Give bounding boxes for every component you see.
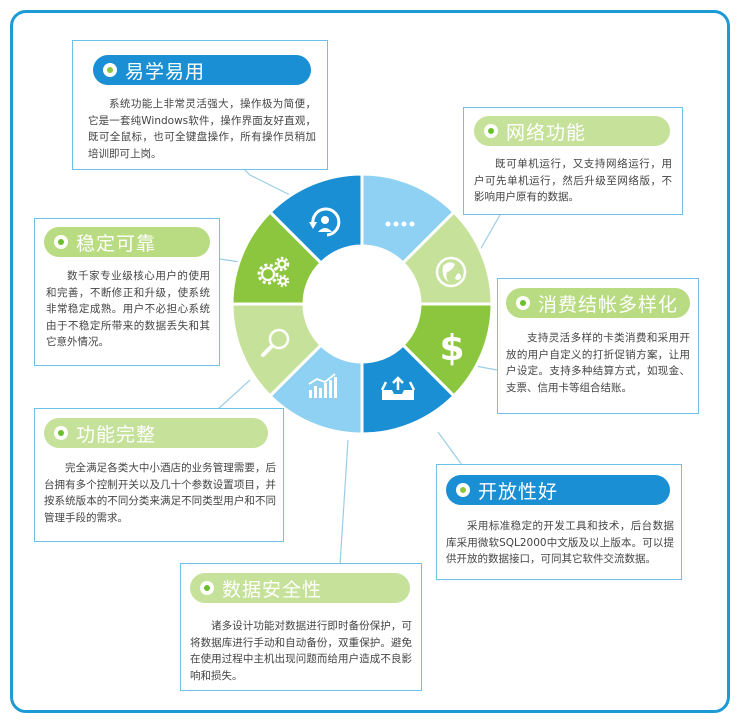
wheel-segment-gears <box>230 209 324 306</box>
svg-text:$: $ <box>439 328 464 369</box>
feature-title-complete: 功能完整 <box>76 423 157 446</box>
feature-text-billing: 支持灵活多样的卡类消费和采用开放的用户自定义的打折促销方案，让用户设定。支持多种… <box>506 332 690 394</box>
feature-title-network: 网络功能 <box>506 121 587 144</box>
feature-text-easy: 系统功能上非常灵活强大，操作极为简便，它是一套纯Windows软件，操作界面友好… <box>88 98 316 160</box>
feature-title-pill-network: 网络功能 <box>474 116 670 146</box>
bar-chart-icon <box>308 373 337 398</box>
bullet-icon <box>54 426 68 440</box>
feature-text-security: 诸多设计功能对数据进行即时备份保护，可将数据库进行手动和自动备份，双重保护。避免… <box>190 620 412 682</box>
bullet-icon <box>103 63 117 77</box>
inbox-upload-icon <box>380 376 416 400</box>
feature-title-pill-stable: 稳定可靠 <box>44 227 210 257</box>
feature-text-network: 既可单机运行，又支持网络运行，用户可先单机运行，然后升级至网络版，不影响用户原有… <box>474 158 672 203</box>
bullet-icon <box>484 124 498 138</box>
feature-title-security: 数据安全性 <box>222 578 323 601</box>
person-refresh-icon <box>309 207 341 237</box>
bullet-icon <box>54 235 68 249</box>
feature-title-easy: 易学易用 <box>125 60 206 83</box>
feature-text-complete: 完全满足各类大中小酒店的业务管理需要，后台拥有多个控制开关以及几十个参数设置项目… <box>44 462 276 524</box>
feature-title-open: 开放性好 <box>478 480 559 503</box>
feature-title-pill-easy: 易学易用 <box>93 55 311 85</box>
feature-title-pill-security: 数据安全性 <box>190 573 410 603</box>
bullet-icon <box>456 483 470 497</box>
bullet-icon <box>200 581 214 595</box>
wheel-center <box>306 248 418 360</box>
feature-title-pill-billing: 消费结帐多样化 <box>506 288 690 318</box>
dollar-icon: $ <box>439 328 464 369</box>
feature-title-billing: 消费结帐多样化 <box>538 293 679 316</box>
feature-title-stable: 稳定可靠 <box>76 232 157 255</box>
feature-title-pill-open: 开放性好 <box>446 475 670 505</box>
feature-text-open: 采用标准稳定的开发工具和技术，后台数据库采用微软SQL2000中文版及以上版本。… <box>446 520 674 565</box>
magnifier-icon <box>261 328 290 357</box>
dots-icon <box>385 221 415 227</box>
feature-title-pill-complete: 功能完整 <box>44 418 268 448</box>
feature-text-stable: 数千家专业级核心用户的使用和完善，不断修正和升级，使系统非常稳定成熟。用户不必担… <box>46 270 210 348</box>
globe-icon <box>435 256 467 288</box>
gears-icon <box>257 256 290 288</box>
bullet-icon <box>516 296 530 310</box>
